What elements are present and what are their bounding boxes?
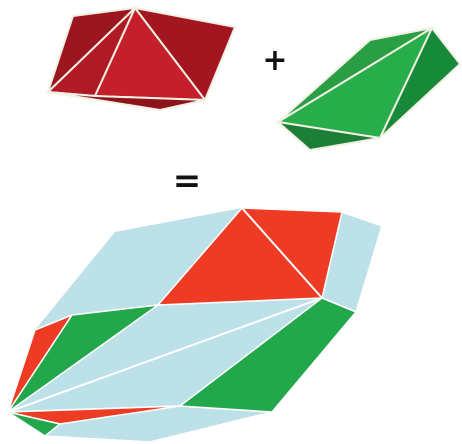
green-face-bottom [274,120,381,152]
red-polyhedron [45,6,237,112]
green-face-right [379,26,462,139]
green-polyhedron [274,25,462,152]
sum-face-top-left [35,208,242,330]
sum-edge-center-diagonal [7,297,323,413]
sum-green-face-right [177,297,358,413]
sum-edge-top-diagonal [241,207,323,299]
red-face-bottom [47,91,206,112]
sum-green-face-left [7,304,159,413]
plus-operator: + [262,43,287,78]
equals-operator: = [173,161,202,201]
minkowski-sum-polyhedron [5,207,383,443]
sum-green-face-bottom [7,411,62,437]
